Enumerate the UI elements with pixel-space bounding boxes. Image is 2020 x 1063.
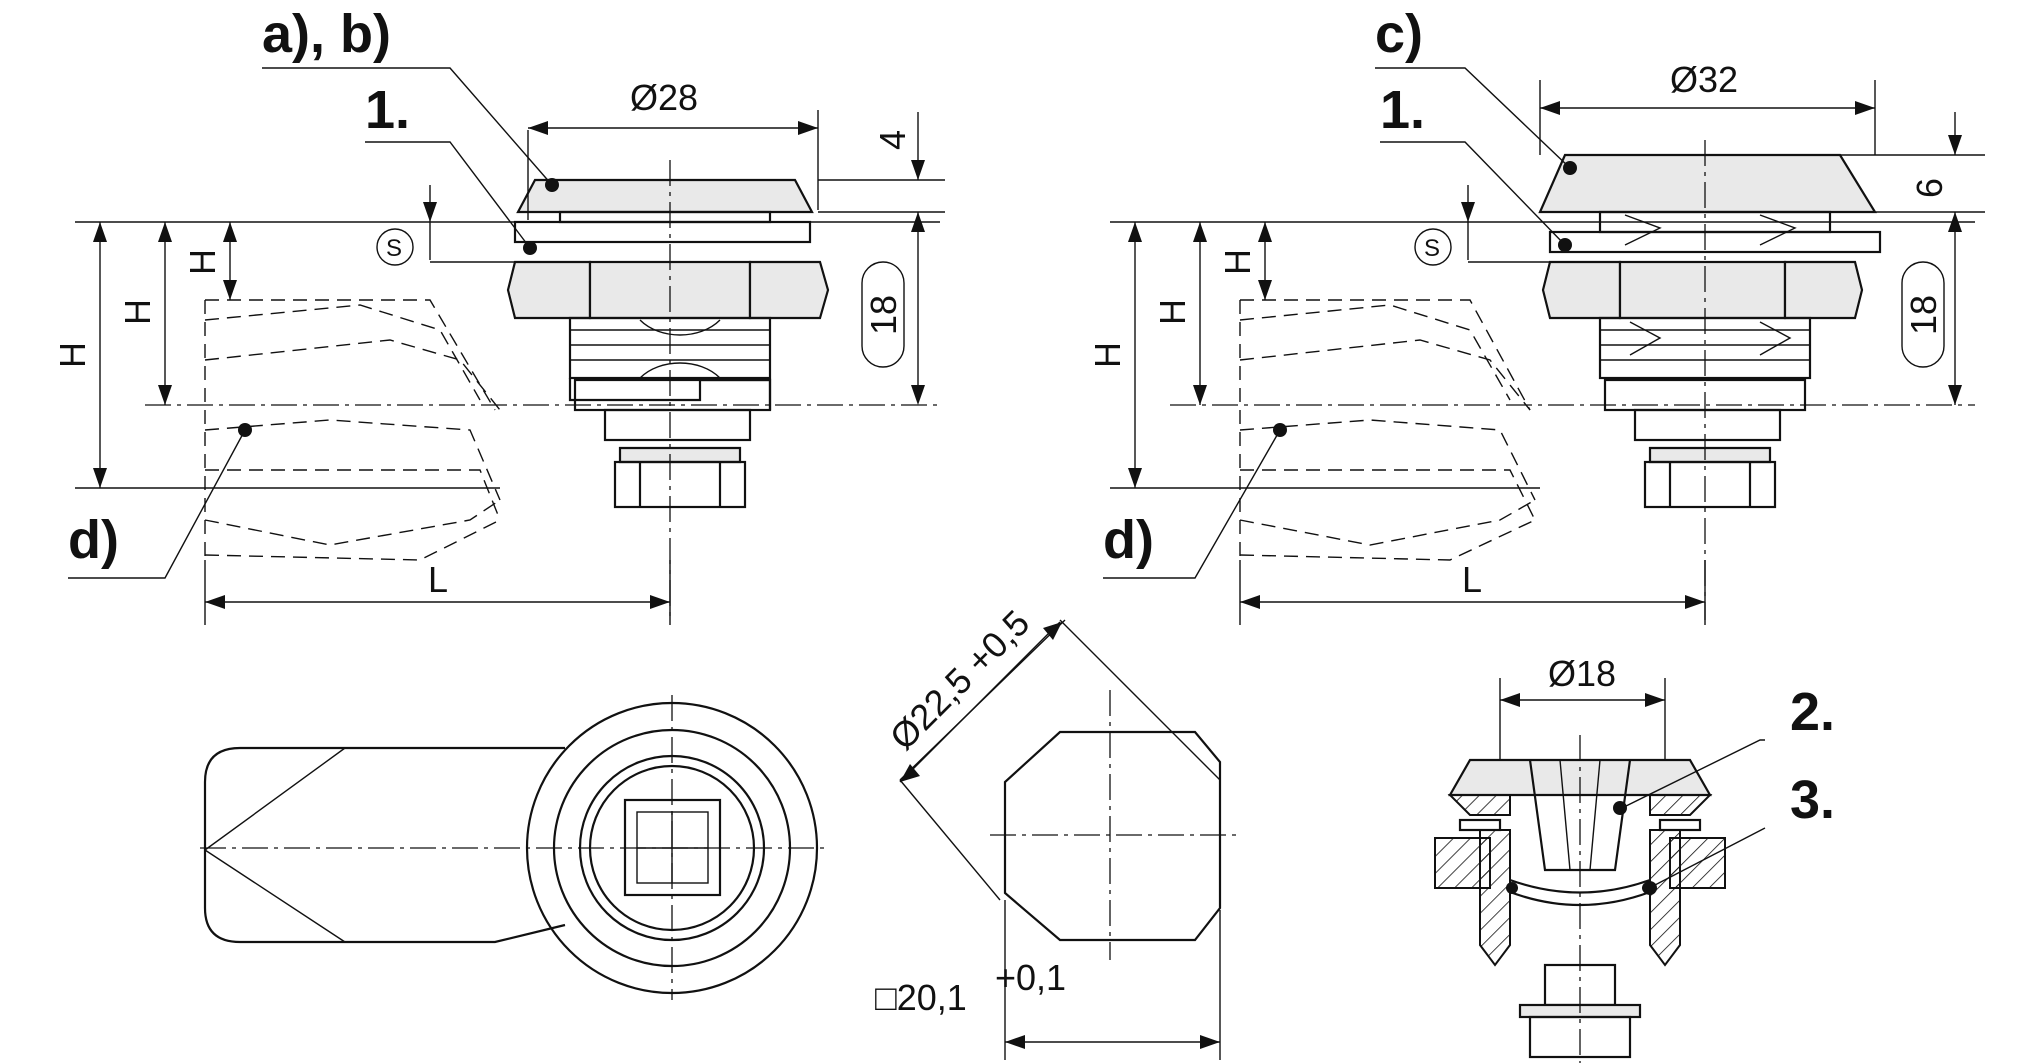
section-view: Ø18 (1434, 653, 1726, 1063)
dim-body-length-left: 18 (863, 295, 904, 335)
dim-H-mid-right: H (1152, 299, 1193, 325)
head-right (1538, 153, 1877, 214)
cam-lever-top (203, 746, 566, 944)
dim-H-mid-left: H (117, 299, 158, 325)
dim-head-height-right: 6 (1909, 178, 1950, 198)
dim-head-diameter-right: Ø32 (1670, 59, 1738, 100)
dim-head-diameter-left: Ø28 (630, 77, 698, 118)
label-item-2: 2. (1790, 682, 1835, 742)
label-item-3: 3. (1790, 770, 1835, 830)
cam-lever-positions-left (204, 299, 501, 561)
dim-cutout-square: □20,1 (875, 977, 967, 1018)
cam-lever-positions-right (1239, 299, 1536, 561)
side-view-left (75, 160, 940, 620)
side-view-right (1110, 140, 1975, 620)
dim-cutout-square-tol: +0,1 (995, 957, 1066, 998)
dim-cutout-diameter: Ø22,5 +0,5 (882, 602, 1038, 758)
dim-H-inner-right: H (1217, 249, 1258, 275)
dim-body-length-right: 18 (1903, 295, 1944, 335)
dim-bore-diameter: Ø18 (1548, 653, 1616, 694)
dimensions-right: Ø32 6 18 S H H H L (1087, 59, 1985, 625)
label-variant-c: c) (1375, 4, 1423, 64)
dim-L-right: L (1462, 559, 1482, 600)
cutout-outline (1003, 730, 1222, 942)
dim-H-inner-left: H (182, 249, 223, 275)
head-left (516, 178, 814, 214)
callouts-section: 2. 3. (1613, 682, 1835, 895)
top-view (200, 695, 830, 1000)
dim-head-height-left: 4 (872, 130, 913, 150)
label-item-d-left: d) (68, 510, 119, 570)
dimensions-left: Ø28 4 18 S H H H L (52, 77, 945, 625)
label-item-d-right: d) (1103, 510, 1154, 570)
dim-H-outer-left: H (52, 342, 93, 368)
callouts-right: c) 1. d) (1103, 4, 1577, 579)
callouts-left: a), b) 1. d) (68, 4, 559, 579)
wall-symbol-left: S (386, 235, 402, 262)
hex-nut-left (506, 260, 592, 320)
dim-H-outer-right: H (1087, 342, 1128, 368)
dim-L-left: L (428, 559, 448, 600)
hex-nut-right (1541, 260, 1622, 320)
label-variant-ab: a), b) (262, 4, 391, 64)
label-item-1-left: 1. (365, 80, 410, 140)
panel-cutout: Ø22,5 +0,5 □20,1 +0,1 (875, 602, 1240, 1060)
washer-right (1548, 230, 1882, 254)
wall-symbol-right: S (1424, 235, 1440, 262)
label-item-1-right: 1. (1380, 80, 1425, 140)
washer-left (513, 220, 812, 244)
